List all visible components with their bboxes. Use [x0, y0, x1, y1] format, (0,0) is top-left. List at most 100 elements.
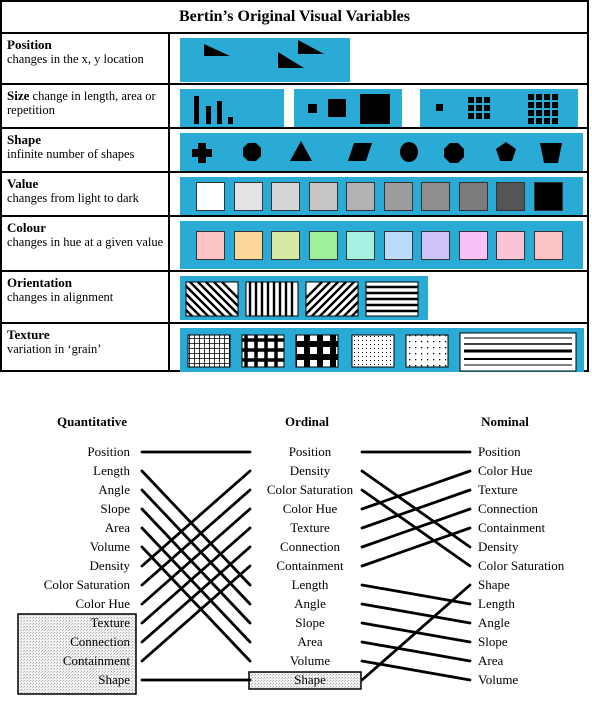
column-header: Quantitative [57, 414, 127, 429]
connector-line [140, 526, 252, 625]
texture-examples [174, 328, 584, 372]
value-swatch [383, 182, 413, 211]
variable-label: Color Hue [75, 596, 130, 611]
row-desc: changes in alignment [7, 290, 114, 304]
connector-line [360, 526, 472, 568]
variable-label: Containment [63, 653, 131, 668]
variable-label: Density [90, 558, 131, 573]
variable-label: Color Saturation [478, 558, 565, 573]
value-swatch [196, 182, 225, 211]
table-title: Bertin’s Original Visual Variables [2, 2, 587, 34]
shape-examples [174, 133, 583, 171]
connector-line [140, 469, 252, 587]
row-name: Size [7, 88, 30, 103]
connector-line [140, 526, 252, 644]
variable-label: Texture [290, 520, 330, 535]
value-swatch [271, 182, 300, 211]
value-examples [174, 177, 583, 215]
value-swatch [458, 182, 488, 211]
size-examples [174, 89, 583, 127]
connector-line [360, 640, 472, 663]
variable-label: Position [289, 444, 332, 459]
shape-glyphs [192, 141, 562, 163]
colour-swatch [533, 231, 563, 260]
variable-label: Length [478, 596, 515, 611]
variable-label: Length [93, 463, 130, 478]
value-swatch [421, 182, 450, 211]
variable-label: Containment [478, 520, 546, 535]
texture-glyphs [187, 332, 577, 372]
variable-label: Angle [98, 482, 130, 497]
value-swatch [533, 182, 563, 211]
row-desc: changes in hue at a given value [7, 235, 164, 249]
row-size: Size change in length, area or repetitio… [2, 83, 587, 127]
variable-label: Color Saturation [267, 482, 354, 497]
variable-label: Connection [478, 501, 538, 516]
variable-label: Area [478, 653, 503, 668]
position-triangles [204, 40, 324, 68]
connector-line [140, 507, 252, 625]
value-swatch [346, 182, 375, 211]
connector-line [140, 545, 252, 644]
colour-swatch [421, 231, 450, 260]
row-name: Position [7, 37, 52, 52]
connector-line [360, 602, 472, 625]
position-band [180, 38, 350, 82]
connector-line [140, 488, 252, 587]
variable-label: Slope [100, 501, 130, 516]
connector-line [360, 583, 472, 606]
variable-label: Shape [478, 577, 510, 592]
variable-label: Volume [90, 539, 130, 554]
variable-label: Slope [478, 634, 508, 649]
variable-label: Texture [478, 482, 518, 497]
orientation-examples [174, 276, 583, 320]
quantitative-nonranked-box [17, 613, 137, 695]
connector-line [140, 488, 252, 606]
colour-swatch [383, 231, 413, 260]
variable-label: Angle [478, 615, 510, 630]
colour-swatch [271, 231, 300, 260]
connector-line [140, 545, 252, 663]
variable-label: Angle [294, 596, 326, 611]
column-labels: PositionLengthAngleSlopeAreaVolumeDensit… [44, 444, 565, 687]
row-desc: infinite number of shapes [7, 147, 135, 161]
connector-line [360, 583, 472, 682]
row-desc: changes from light to dark [7, 191, 139, 205]
connector-line [360, 507, 472, 549]
variable-label: Position [87, 444, 130, 459]
row-name: Texture [7, 327, 50, 342]
colour-examples [174, 221, 583, 269]
variable-label: Position [478, 444, 521, 459]
bertin-variables-table: Bertin’s Original Visual Variables Posit… [0, 0, 589, 372]
variable-label: Containment [276, 558, 344, 573]
colour-swatch [496, 231, 525, 260]
variable-label: Area [297, 634, 322, 649]
variable-label: Area [105, 520, 130, 535]
variable-label: Color Hue [478, 463, 533, 478]
variable-label: Connection [280, 539, 340, 554]
variable-label: Length [292, 577, 329, 592]
variable-label: Volume [478, 672, 518, 687]
row-desc: changes in the x, y location [7, 52, 144, 66]
variable-label: Shape [98, 672, 130, 687]
column-header: Nominal [481, 414, 529, 429]
value-swatch [233, 182, 263, 211]
orientation-glyphs [185, 281, 419, 317]
variable-label: Color Hue [283, 501, 338, 516]
colour-swatch [233, 231, 263, 260]
variable-label: Slope [295, 615, 325, 630]
variable-label: Color Saturation [44, 577, 131, 592]
connector-line [360, 469, 472, 511]
connector-lines [140, 450, 472, 682]
row-desc: change in length, area or repetition [7, 89, 156, 117]
variable-label: Density [290, 463, 331, 478]
row-name: Colour [7, 220, 46, 235]
connector-line [140, 564, 252, 663]
